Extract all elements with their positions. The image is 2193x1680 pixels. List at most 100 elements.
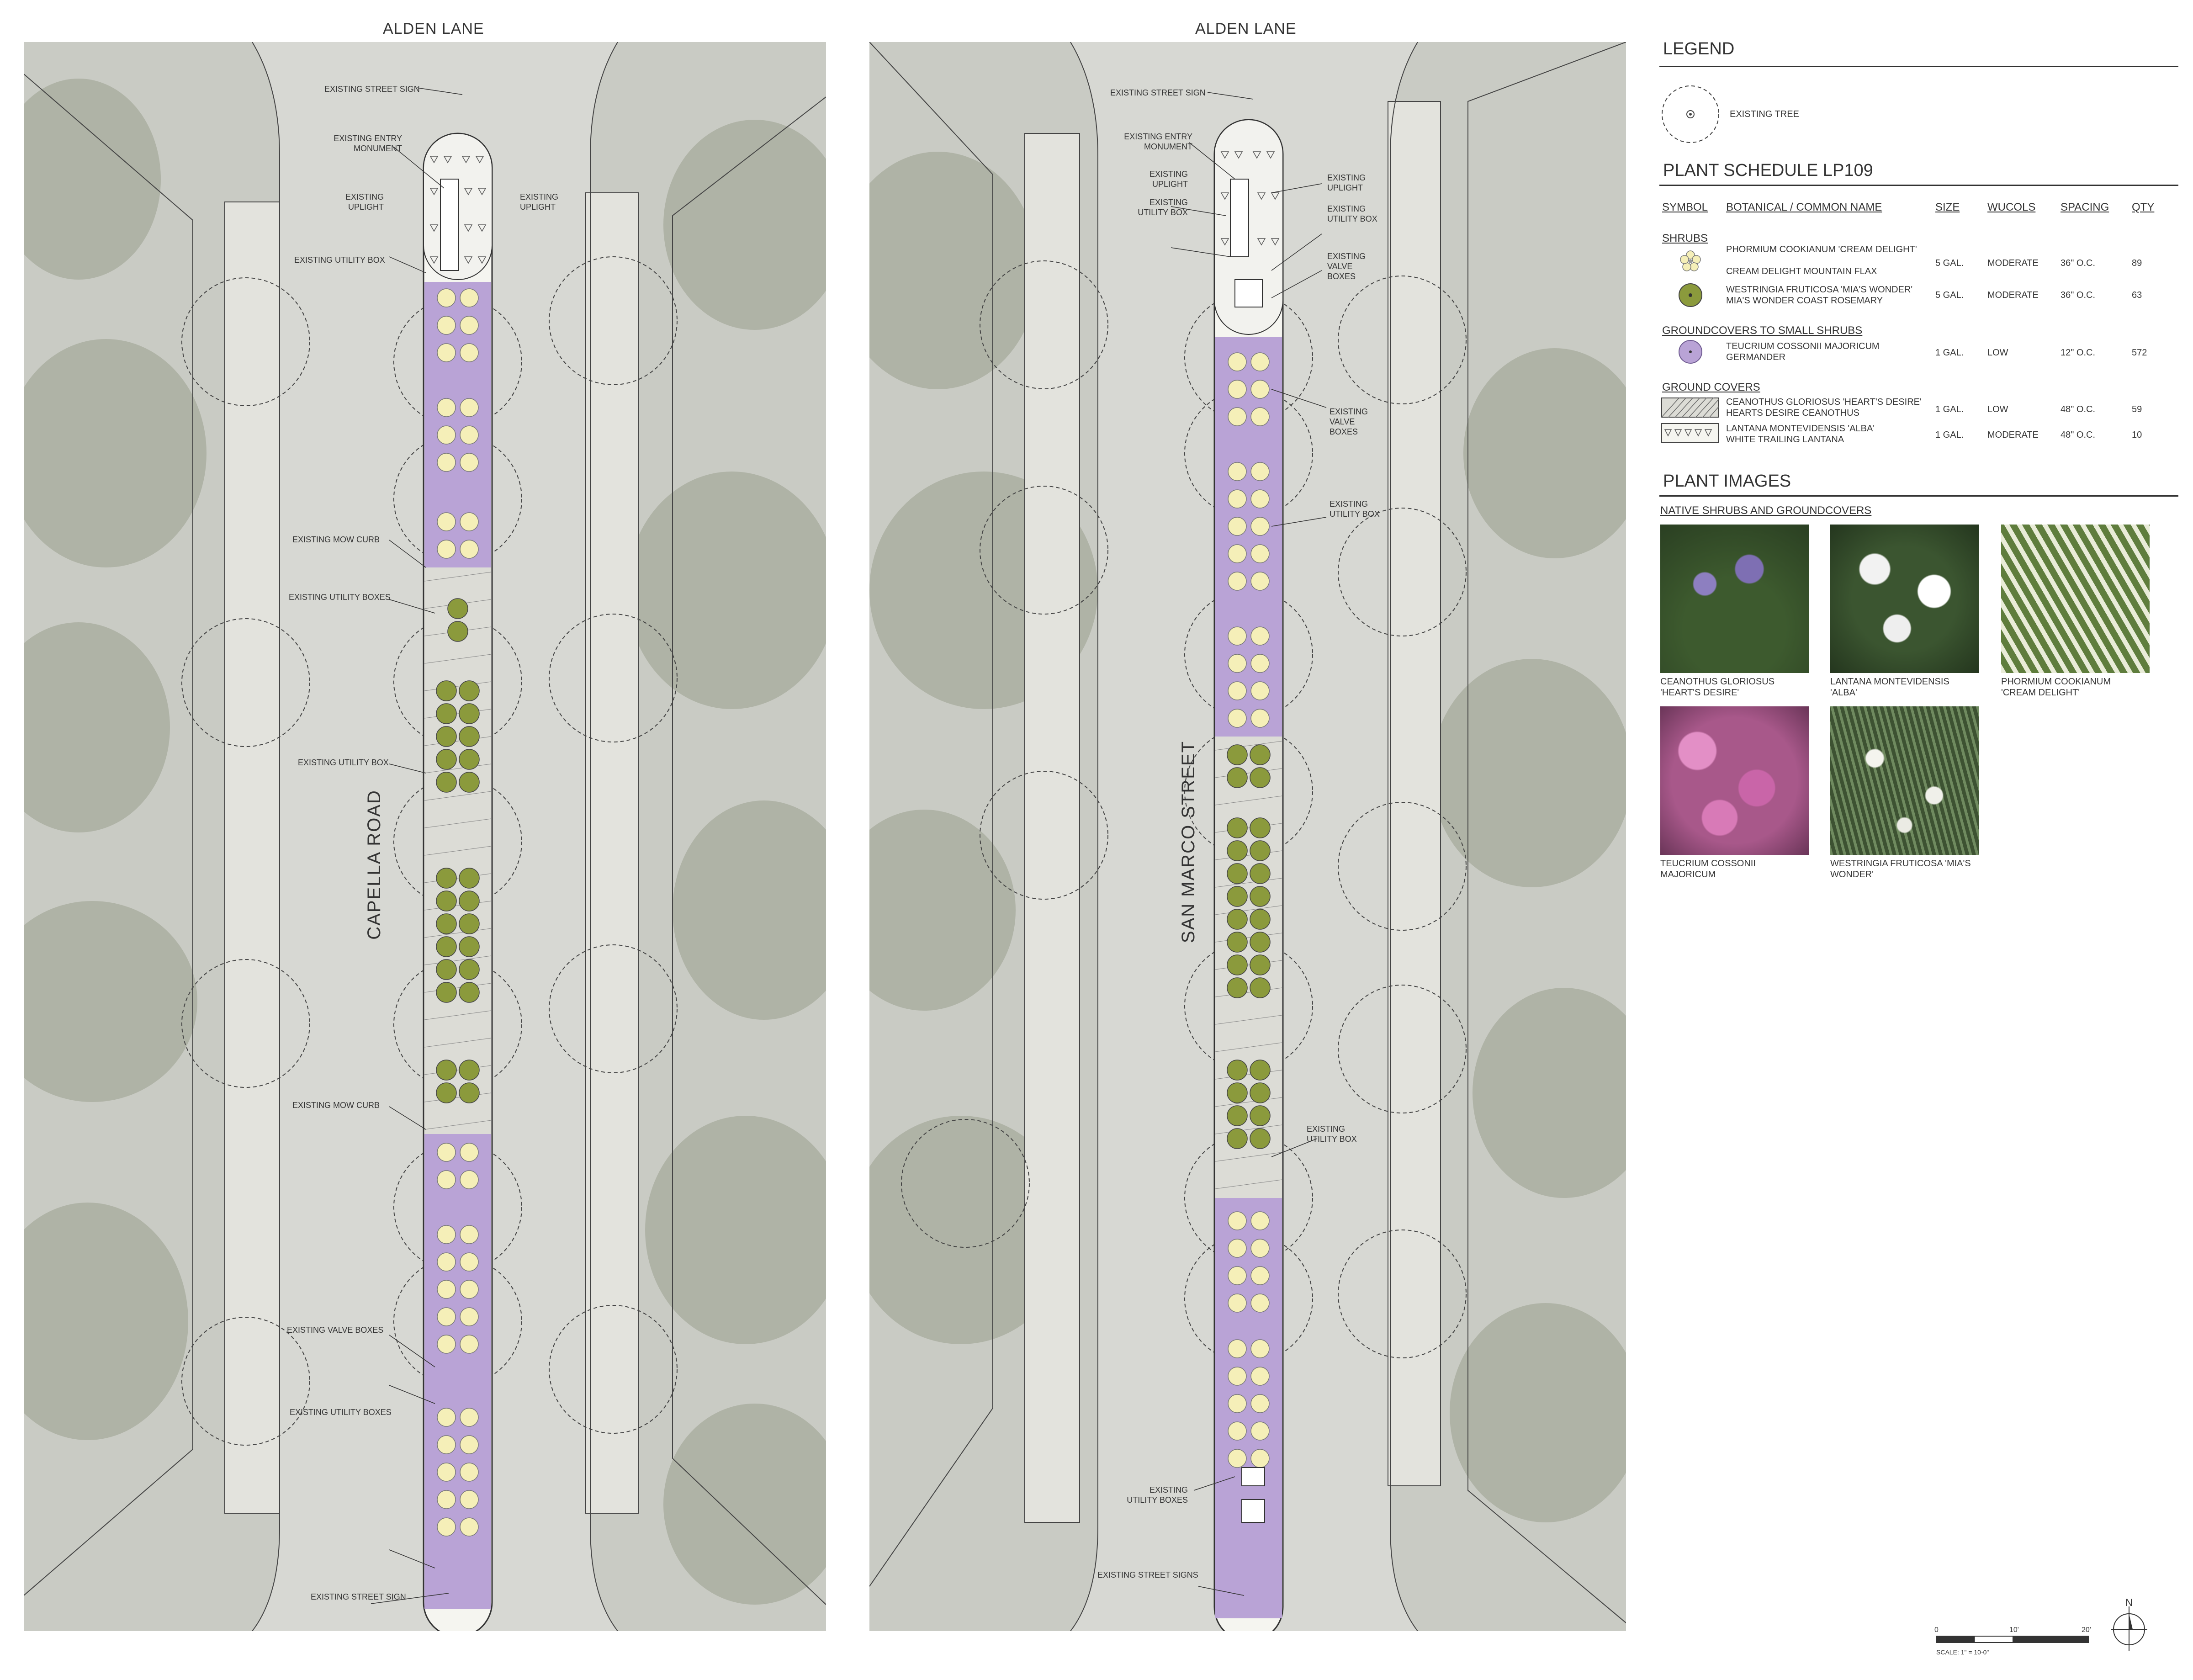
row-2-size: 5 GAL. bbox=[1935, 290, 1964, 300]
row-3-common: GERMANDER bbox=[1726, 352, 1786, 362]
green-shrub-icon bbox=[1679, 283, 1702, 307]
row-5-wucols: MODERATE bbox=[1987, 430, 2039, 440]
row-4-name: CEANOTHUS GLORIOSUS 'HEART'S DESIRE' bbox=[1726, 397, 1922, 407]
plan-2-utility-box-4: EXISTING UTILITY BOX bbox=[1307, 1124, 1357, 1144]
plan-1-aerial bbox=[24, 42, 826, 1631]
row-5-name: LANTANA MONTEVIDENSIS 'ALBA' bbox=[1726, 424, 1875, 434]
caption-teucrium-2: MAJORICUM bbox=[1660, 869, 1716, 880]
plan-2-street-label: SAN MARCO STREET bbox=[1178, 740, 1199, 943]
photo-lantana bbox=[1830, 525, 1979, 673]
photo-ceanothus bbox=[1660, 525, 1809, 673]
group-ground-covers: GROUND COVERS bbox=[1662, 381, 1760, 393]
plan-1-mow-curb-1: EXISTING MOW CURB bbox=[292, 535, 380, 544]
caption-ceanothus-2: 'HEART'S DESIRE' bbox=[1660, 688, 1739, 698]
group-shrubs: SHRUBS bbox=[1662, 232, 1708, 244]
triangle-pattern-icon bbox=[1661, 423, 1719, 443]
plan-2-valve-boxes-2: EXISTING VALVE BOXES bbox=[1330, 407, 1368, 436]
row-5-spacing: 48" o.c. bbox=[2061, 430, 2096, 440]
legend-rule bbox=[1659, 66, 2178, 67]
photo-teucrium bbox=[1660, 706, 1809, 855]
plan-1-entry-monument: EXISTING ENTRY MONUMENT bbox=[334, 134, 402, 153]
caption-ceanothus-1: CEANOTHUS GLORIOSUS bbox=[1660, 677, 1775, 687]
row-2-wucols: MODERATE bbox=[1987, 290, 2039, 300]
images-subheading: NATIVE SHRUBS AND GROUNDCOVERS bbox=[1660, 504, 1872, 517]
plan-2-uplight-right: EXISTING UPLIGHT bbox=[1327, 173, 1366, 192]
row-3-name: TEUCRIUM COSSONII MAJORICUM bbox=[1726, 341, 1880, 351]
photo-phormium bbox=[2001, 525, 2150, 673]
plan-2-title: ALDEN LANE bbox=[1195, 20, 1297, 37]
row-3-qty: 572 bbox=[2132, 348, 2147, 358]
existing-tree-icon bbox=[1662, 85, 1719, 143]
row-1-common: CREAM DELIGHT MOUNTAIN FLAX bbox=[1726, 266, 1877, 276]
plan-2-drawing bbox=[869, 42, 1626, 1631]
caption-westringia-1: WESTRINGIA FRUTICOSA 'MIA'S bbox=[1830, 859, 1971, 869]
plan-2-street-sign-top: EXISTING STREET SIGN bbox=[1110, 88, 1206, 97]
row-1-spacing: 36" o.c. bbox=[2061, 258, 2096, 268]
plan-2-entry-monument: EXISTING ENTRY MONUMENT bbox=[1124, 132, 1192, 151]
plan-2-uplight-left: EXISTING UPLIGHT bbox=[1149, 170, 1188, 189]
scale-label-20: 20' bbox=[2082, 1626, 2091, 1634]
images-rule bbox=[1659, 495, 2178, 497]
caption-teucrium-1: TEUCRIUM COSSONII bbox=[1660, 859, 1756, 869]
col-symbol: SYMBOL bbox=[1662, 201, 1708, 213]
north-label: N bbox=[2125, 1597, 2133, 1608]
plan-1-utility-box-1: EXISTING UTILITY BOX bbox=[294, 255, 385, 265]
scale-label-0: 0 bbox=[1934, 1626, 1939, 1634]
plan-2-utility-box-3: EXISTING UTILITY BOX bbox=[1330, 499, 1380, 519]
row-3-size: 1 GAL. bbox=[1935, 348, 1964, 358]
plan-2-utility-boxes: EXISTING UTILITY BOXES bbox=[1127, 1485, 1188, 1505]
row-5-common: WHITE TRAILING LANTANA bbox=[1726, 435, 1844, 445]
col-wucols: WUCOLS bbox=[1987, 201, 2036, 213]
col-qty: QTY bbox=[2132, 201, 2155, 213]
legend-heading: LEGEND bbox=[1663, 39, 1735, 58]
plan-1-drawing bbox=[24, 42, 826, 1631]
plan-1-uplight-left: EXISTING UPLIGHT bbox=[345, 192, 384, 212]
row-4-common: HEARTS DESIRE CEANOTHUS bbox=[1726, 408, 1859, 418]
purple-dot-icon bbox=[1679, 340, 1702, 364]
col-spacing: SPACING bbox=[2061, 201, 2109, 213]
caption-lantana-2: 'ALBA' bbox=[1830, 688, 1857, 698]
row-4-qty: 59 bbox=[2132, 404, 2142, 414]
plan-1-title: ALDEN LANE bbox=[383, 20, 484, 37]
plan-1-street-sign-top: EXISTING STREET SIGN bbox=[324, 85, 420, 94]
hatch-pattern-icon bbox=[1661, 397, 1719, 418]
plan-1-valve-boxes: EXISTING VALVE BOXES bbox=[287, 1325, 384, 1335]
plan-1-utility-boxes-2: EXISTING UTILITY BOXES bbox=[290, 1408, 392, 1417]
row-2-spacing: 36" o.c. bbox=[2061, 290, 2096, 300]
scale-bar bbox=[1936, 1636, 2089, 1643]
row-5-size: 1 GAL. bbox=[1935, 430, 1964, 440]
caption-lantana-1: LANTANA MONTEVIDENSIS bbox=[1830, 677, 1949, 687]
plan-2-utility-box-right: EXISTING UTILITY BOX bbox=[1327, 204, 1377, 223]
row-1-size: 5 GAL. bbox=[1935, 258, 1964, 268]
scale-text: SCALE: 1" = 10-0" bbox=[1936, 1648, 1989, 1656]
schedule-rule bbox=[1659, 185, 2178, 186]
images-heading: PLANT IMAGES bbox=[1663, 472, 1791, 491]
plan-1-utility-boxes-1: EXISTING UTILITY BOXES bbox=[289, 593, 391, 602]
cream-flower-icon bbox=[1680, 250, 1701, 271]
caption-phormium-1: PHORMIUM COOKIANUM bbox=[2001, 677, 2111, 687]
row-1-qty: 89 bbox=[2132, 258, 2142, 268]
caption-phormium-2: 'CREAM DELIGHT' bbox=[2001, 688, 2080, 698]
plan-1-street-sign-bottom: EXISTING STREET SIGN bbox=[311, 1592, 406, 1601]
existing-tree-label: EXISTING TREE bbox=[1730, 109, 1799, 119]
row-4-spacing: 48" o.c. bbox=[2061, 404, 2096, 414]
row-2-common: MIA'S WONDER COAST ROSEMARY bbox=[1726, 296, 1883, 306]
row-5-qty: 10 bbox=[2132, 430, 2142, 440]
plan-1-utility-box-2: EXISTING UTILITY BOX bbox=[298, 758, 389, 767]
plan-1-mow-curb-2: EXISTING MOW CURB bbox=[292, 1101, 380, 1110]
plan-2-street-signs: EXISTING STREET SIGNS bbox=[1097, 1570, 1198, 1579]
plan-1-uplight-right: EXISTING UPLIGHT bbox=[520, 192, 559, 212]
group-groundcovers-small-shrubs: GROUNDCOVERS TO SMALL SHRUBS bbox=[1662, 324, 1863, 337]
row-3-spacing: 12" o.c. bbox=[2061, 348, 2096, 358]
col-size: SIZE bbox=[1935, 201, 1960, 213]
row-1-wucols: MODERATE bbox=[1987, 258, 2039, 268]
col-name: BOTANICAL / COMMON NAME bbox=[1726, 201, 1882, 213]
plan-2-aerial bbox=[869, 42, 1626, 1631]
plan-2-valve-boxes-1: EXISTING VALVE BOXES bbox=[1327, 252, 1366, 281]
row-4-size: 1 GAL. bbox=[1935, 404, 1964, 414]
row-3-wucols: LOW bbox=[1987, 348, 2008, 358]
plan-1-street-label: CAPELLA ROAD bbox=[364, 790, 384, 940]
scale-label-10: 10' bbox=[2009, 1626, 2019, 1634]
plan-2-utility-box-left: EXISTING UTILITY BOX bbox=[1138, 198, 1188, 217]
caption-westringia-2: WONDER' bbox=[1830, 869, 1874, 880]
